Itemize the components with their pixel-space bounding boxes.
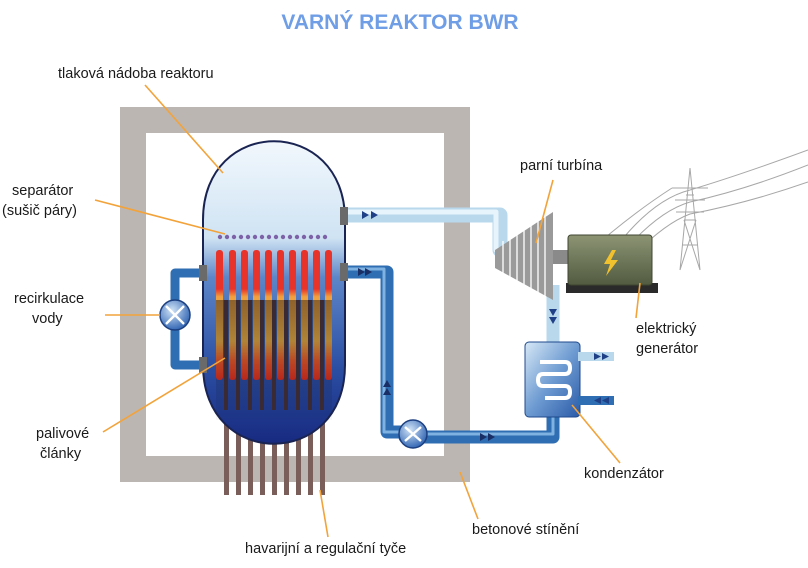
feedwater-pump-icon [398,419,428,449]
reactor-pressure-vessel [199,140,348,445]
turbine-outlet-arrows [549,309,557,324]
label-pressure-vessel: tlaková nádoba reaktoru [58,66,214,82]
diagram-title: VARNÝ REAKTOR BWR [281,10,518,34]
label-fuel-line2: články [40,446,82,462]
electric-generator [566,234,658,293]
label-generator-line1: elektrický [636,321,697,337]
leader-lines [94,84,641,538]
label-generator-line2: generátor [636,341,698,357]
recirculation-pump-icon [159,299,191,331]
label-fuel-line1: palivové [36,426,89,442]
label-recirculation-line2: vody [32,311,63,327]
lightning-icon [604,250,618,276]
control-rods [224,395,325,495]
steam-separator [217,234,328,240]
label-separator-line2: (sušič páry) [2,203,77,219]
steam-pipe [345,207,530,258]
label-steam-turbine: parní turbína [520,158,603,174]
condenser [524,341,614,418]
label-recirculation-line1: recirkulace [14,291,84,307]
steam-flow-arrows [362,211,378,219]
feedwater-flow-arrows [358,268,495,441]
label-condenser: kondenzátor [584,466,664,482]
label-separator-line1: separátor [12,183,73,199]
label-control-rods: havarijní a regulační tyče [245,541,406,557]
label-concrete-shielding: betonové stínění [472,522,579,538]
